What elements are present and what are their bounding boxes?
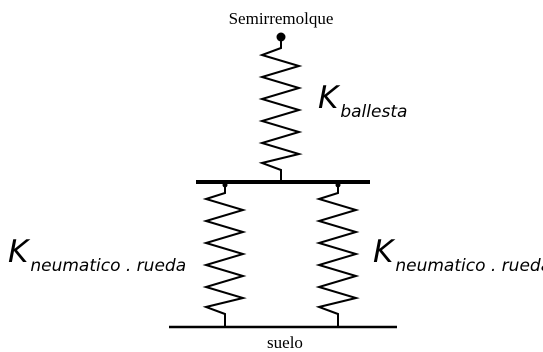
semirremolque-label: Semirremolque: [229, 9, 334, 28]
k-left-symbol: K: [8, 234, 31, 270]
suelo-label: suelo: [267, 333, 303, 352]
k-right-subscript: neumatico . rueda: [395, 256, 543, 276]
k-left-subscript: neumatico . rueda: [30, 256, 186, 276]
k-right-symbol: K: [373, 234, 396, 270]
k-ballesta-subscript: ballesta: [340, 102, 407, 122]
right-tire-spring: [315, 183, 360, 327]
left-tire-spring: [202, 183, 247, 327]
ballesta-spring: [258, 37, 303, 182]
k-ballesta-symbol: K: [318, 80, 341, 116]
